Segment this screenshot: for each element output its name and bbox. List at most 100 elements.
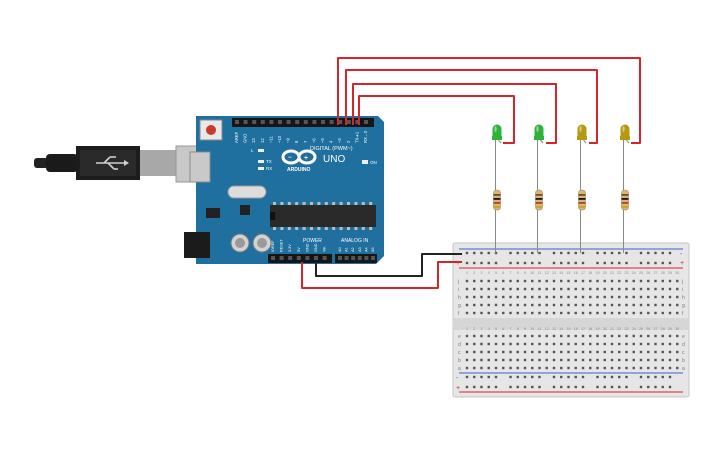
wire-5v-to-rail[interactable] (301, 261, 462, 289)
terminal-hole[interactable] (632, 358, 635, 362)
terminal-hole[interactable] (502, 350, 505, 354)
analog-pin-hole[interactable] (357, 256, 362, 260)
rail-hole[interactable] (516, 385, 519, 389)
terminal-hole[interactable] (494, 303, 498, 307)
terminal-hole[interactable] (574, 303, 577, 307)
terminal-hole[interactable] (567, 342, 570, 346)
terminal-hole[interactable] (639, 311, 643, 315)
terminal-hole[interactable] (610, 311, 614, 315)
terminal-hole[interactable] (494, 342, 498, 346)
terminal-hole[interactable] (465, 358, 469, 362)
power-pin-hole[interactable] (279, 256, 284, 260)
terminal-hole[interactable] (603, 334, 606, 338)
terminal-hole[interactable] (480, 342, 483, 346)
terminal-hole[interactable] (625, 342, 628, 346)
terminal-hole[interactable] (502, 366, 505, 370)
terminal-hole[interactable] (516, 311, 519, 315)
terminal-hole[interactable] (661, 279, 664, 283)
terminal-hole[interactable] (531, 303, 534, 307)
rail-hole[interactable] (560, 261, 563, 265)
terminal-hole[interactable] (654, 279, 657, 283)
terminal-hole[interactable] (647, 334, 650, 338)
terminal-hole[interactable] (545, 366, 548, 370)
rail-hole[interactable] (480, 385, 483, 389)
rail-hole[interactable] (523, 375, 527, 379)
terminal-hole[interactable] (516, 287, 519, 291)
terminal-hole[interactable] (632, 287, 635, 291)
terminal-hole[interactable] (625, 287, 628, 291)
rail-hole[interactable] (603, 251, 606, 255)
terminal-hole[interactable] (567, 358, 570, 362)
terminal-hole[interactable] (589, 279, 592, 283)
terminal-hole[interactable] (632, 279, 635, 283)
terminal-hole[interactable] (502, 311, 505, 315)
terminal-hole[interactable] (618, 279, 621, 283)
power-wires[interactable] (301, 253, 462, 289)
terminal-hole[interactable] (545, 303, 548, 307)
rail-hole[interactable] (610, 261, 614, 265)
rail-hole[interactable] (603, 375, 606, 379)
terminal-hole[interactable] (654, 366, 657, 370)
terminal-hole[interactable] (465, 295, 469, 299)
digital-pin-hole[interactable] (243, 120, 248, 124)
rail-hole[interactable] (625, 251, 628, 255)
wire-led4[interactable] (337, 57, 641, 144)
terminal-hole[interactable] (509, 350, 512, 354)
terminal-hole[interactable] (661, 287, 664, 291)
terminal-hole[interactable] (574, 334, 577, 338)
rail-hole[interactable] (581, 251, 585, 255)
terminal-hole[interactable] (676, 334, 679, 338)
terminal-hole[interactable] (545, 287, 548, 291)
rail-hole[interactable] (581, 261, 585, 265)
digital-pin-hole[interactable] (278, 120, 282, 124)
terminal-hole[interactable] (661, 334, 664, 338)
terminal-hole[interactable] (574, 287, 577, 291)
rail-hole[interactable] (523, 385, 527, 389)
terminal-hole[interactable] (560, 334, 563, 338)
terminal-hole[interactable] (589, 303, 592, 307)
terminal-hole[interactable] (523, 311, 527, 315)
terminal-hole[interactable] (676, 342, 679, 346)
terminal-hole[interactable] (647, 342, 650, 346)
terminal-hole[interactable] (647, 295, 650, 299)
led-resistor-group[interactable] (492, 124, 502, 254)
terminal-hole[interactable] (502, 342, 505, 346)
terminal-hole[interactable] (480, 358, 483, 362)
terminal-hole[interactable] (668, 311, 672, 315)
terminal-hole[interactable] (552, 334, 556, 338)
rail-hole[interactable] (509, 375, 512, 379)
terminal-hole[interactable] (603, 311, 606, 315)
rail-hole[interactable] (465, 385, 469, 389)
terminal-hole[interactable] (516, 334, 519, 338)
terminal-hole[interactable] (610, 350, 614, 354)
rail-hole[interactable] (538, 251, 541, 255)
digital-pin-hole[interactable] (329, 120, 334, 124)
power-pin-hole[interactable] (296, 256, 301, 260)
terminal-hole[interactable] (465, 303, 469, 307)
terminal-hole[interactable] (523, 350, 527, 354)
terminal-hole[interactable] (552, 358, 556, 362)
terminal-hole[interactable] (581, 279, 585, 283)
terminal-hole[interactable] (596, 342, 599, 346)
terminal-hole[interactable] (596, 287, 599, 291)
terminal-hole[interactable] (480, 350, 483, 354)
rail-hole[interactable] (516, 251, 519, 255)
terminal-hole[interactable] (625, 311, 628, 315)
rail-hole[interactable] (487, 261, 490, 265)
digital-pin-hole[interactable] (252, 120, 257, 124)
rail-hole[interactable] (567, 251, 570, 255)
terminal-hole[interactable] (538, 279, 541, 283)
terminal-hole[interactable] (596, 334, 599, 338)
terminal-hole[interactable] (647, 279, 650, 283)
terminal-hole[interactable] (465, 342, 469, 346)
terminal-hole[interactable] (603, 350, 606, 354)
terminal-hole[interactable] (538, 311, 541, 315)
terminal-hole[interactable] (502, 279, 505, 283)
terminal-hole[interactable] (625, 350, 628, 354)
rail-hole[interactable] (574, 251, 577, 255)
rail-hole[interactable] (603, 261, 606, 265)
terminal-hole[interactable] (567, 311, 570, 315)
terminal-hole[interactable] (589, 358, 592, 362)
rail-hole[interactable] (523, 251, 527, 255)
analog-pin-hole[interactable] (344, 256, 349, 260)
